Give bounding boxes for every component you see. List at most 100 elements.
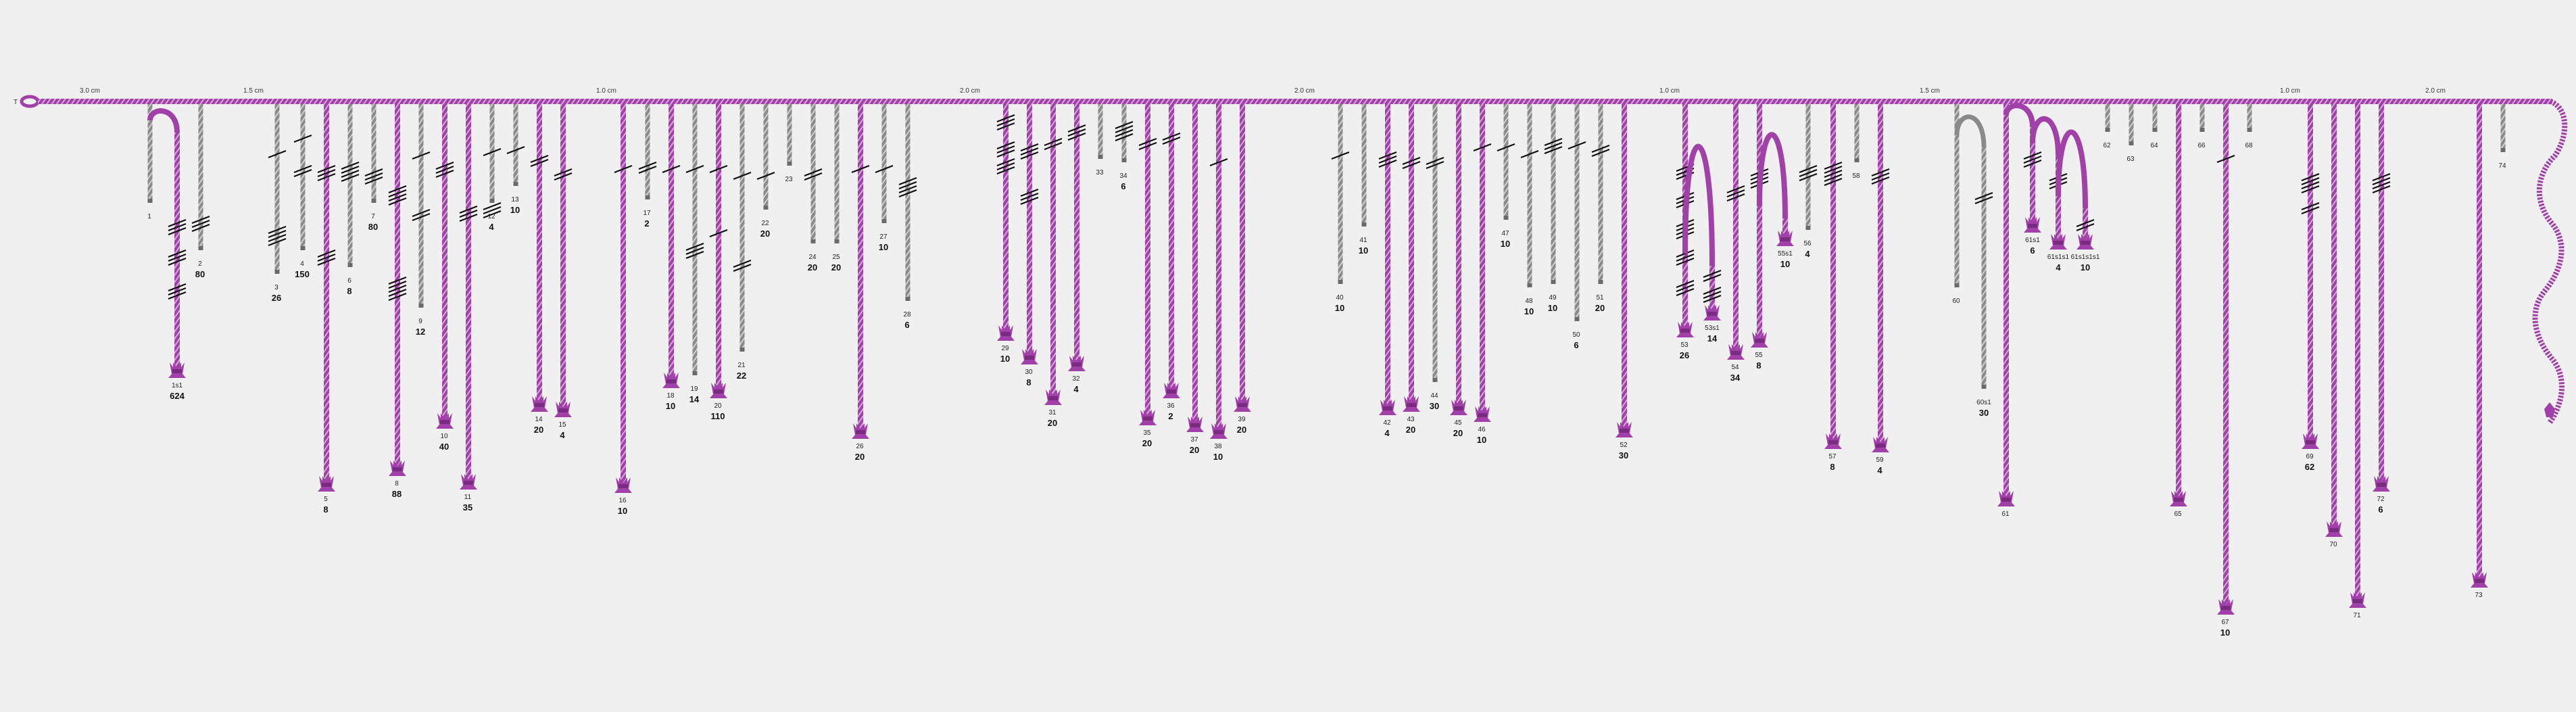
cord-rope [1622,104,1627,431]
cord-value-label: 88 [392,489,402,499]
cord-end [2247,128,2252,132]
cord-rope [1385,104,1390,409]
cord-id-label: 5 [324,496,328,503]
knot-mark [1824,173,1843,183]
cord-value-label: 6 [2378,504,2383,515]
knot-mark [293,134,312,143]
cord-id-label: 30 [1025,369,1033,376]
cord-end [1805,226,1811,230]
cord-id-label: 36 [1167,402,1175,410]
cord-end [881,219,887,223]
cord-value-label: 6 [1121,181,1125,191]
knot-mark [733,263,752,272]
knot-mark [614,164,633,174]
cord-end [2129,141,2134,145]
knot-mark [1473,143,1492,152]
knot-mark [898,185,917,194]
knot-mark [1378,159,1397,168]
pendant-cord: 71 [2349,104,2366,619]
cord-value-label: 10 [1524,306,1534,316]
knot-mark [2216,154,2235,164]
knot-mark [293,168,312,178]
cord-rope [621,104,626,487]
cord-id-label: 37 [1190,436,1198,444]
cord-rope [2331,104,2337,531]
knot-mark [341,169,360,179]
knot-mark [1676,253,1695,262]
cord-end-knot [1143,417,1152,421]
cord-id-label: 74 [2498,162,2506,170]
knot-mark [1703,273,1722,283]
subsidiary-attachment [2030,116,2061,156]
cord-id-label: 65 [2174,511,2182,518]
knot-mark [804,168,823,177]
knot-mark [996,114,1015,123]
cord-id-label: 31 [1048,409,1056,417]
cord-id-label: 20 [714,402,722,410]
cord-rope [442,104,447,423]
pendant-cord: 74 [2498,104,2506,170]
knot-mark [1115,124,1134,134]
cord-value-label: 12 [416,327,425,337]
cord-value-label: 20 [855,452,865,462]
knot-mark [662,164,681,174]
knot-mark [341,161,360,170]
knot-mark [804,172,823,181]
cord-rope [1954,104,1960,287]
knot-mark [2372,181,2391,190]
cord-rope [739,104,745,352]
knot-mark [1676,257,1695,266]
pendant-cord: 172 [638,104,657,229]
knot-mark [1020,151,1039,160]
cord-end-knot [172,369,182,373]
cord-end-knot [535,403,544,407]
knot-mark [2301,176,2320,186]
knot-mark [168,222,187,232]
knot-mark [1331,151,1350,160]
cord-end-knot [2081,241,2090,245]
cord-rope [881,104,887,223]
pendant-cord: 58 [1852,104,1860,180]
cord-end-knot [1167,389,1176,394]
cord-end-knot [1478,413,1487,417]
knot-mark [1044,137,1063,147]
knot-mark [685,242,704,252]
cord-end [1854,158,1860,162]
cord-rope [395,104,400,470]
knot-mark [709,229,728,238]
knot-mark [412,208,431,218]
cord-rope [1361,104,1367,227]
cord-value-label: 20 [1406,425,1415,435]
cord-rope [466,104,471,483]
knot-mark [554,172,573,181]
cord-end [2105,128,2110,132]
spacing-label: 2.0 cm [1294,87,1315,95]
cord-value-label: 20 [1142,438,1152,448]
cord-rope [1432,104,1438,382]
knot-mark [483,147,502,157]
cord-end [513,182,518,186]
knot-mark [898,176,917,186]
cord-id-label: 46 [1478,426,1486,433]
cord-rope [2056,156,2061,243]
subsidiary-attachment [1757,132,1788,219]
cord-value-label: 4 [1877,465,1882,475]
knot-mark [1703,294,1722,304]
cord-value-label: 30 [1979,408,1989,418]
cord-id-label: 33 [1096,169,1104,176]
knot-mark [191,223,210,233]
knot-mark [2301,185,2320,194]
cord-rope [1981,147,1987,389]
cord-rope [645,104,650,199]
knot-mark [685,246,704,256]
